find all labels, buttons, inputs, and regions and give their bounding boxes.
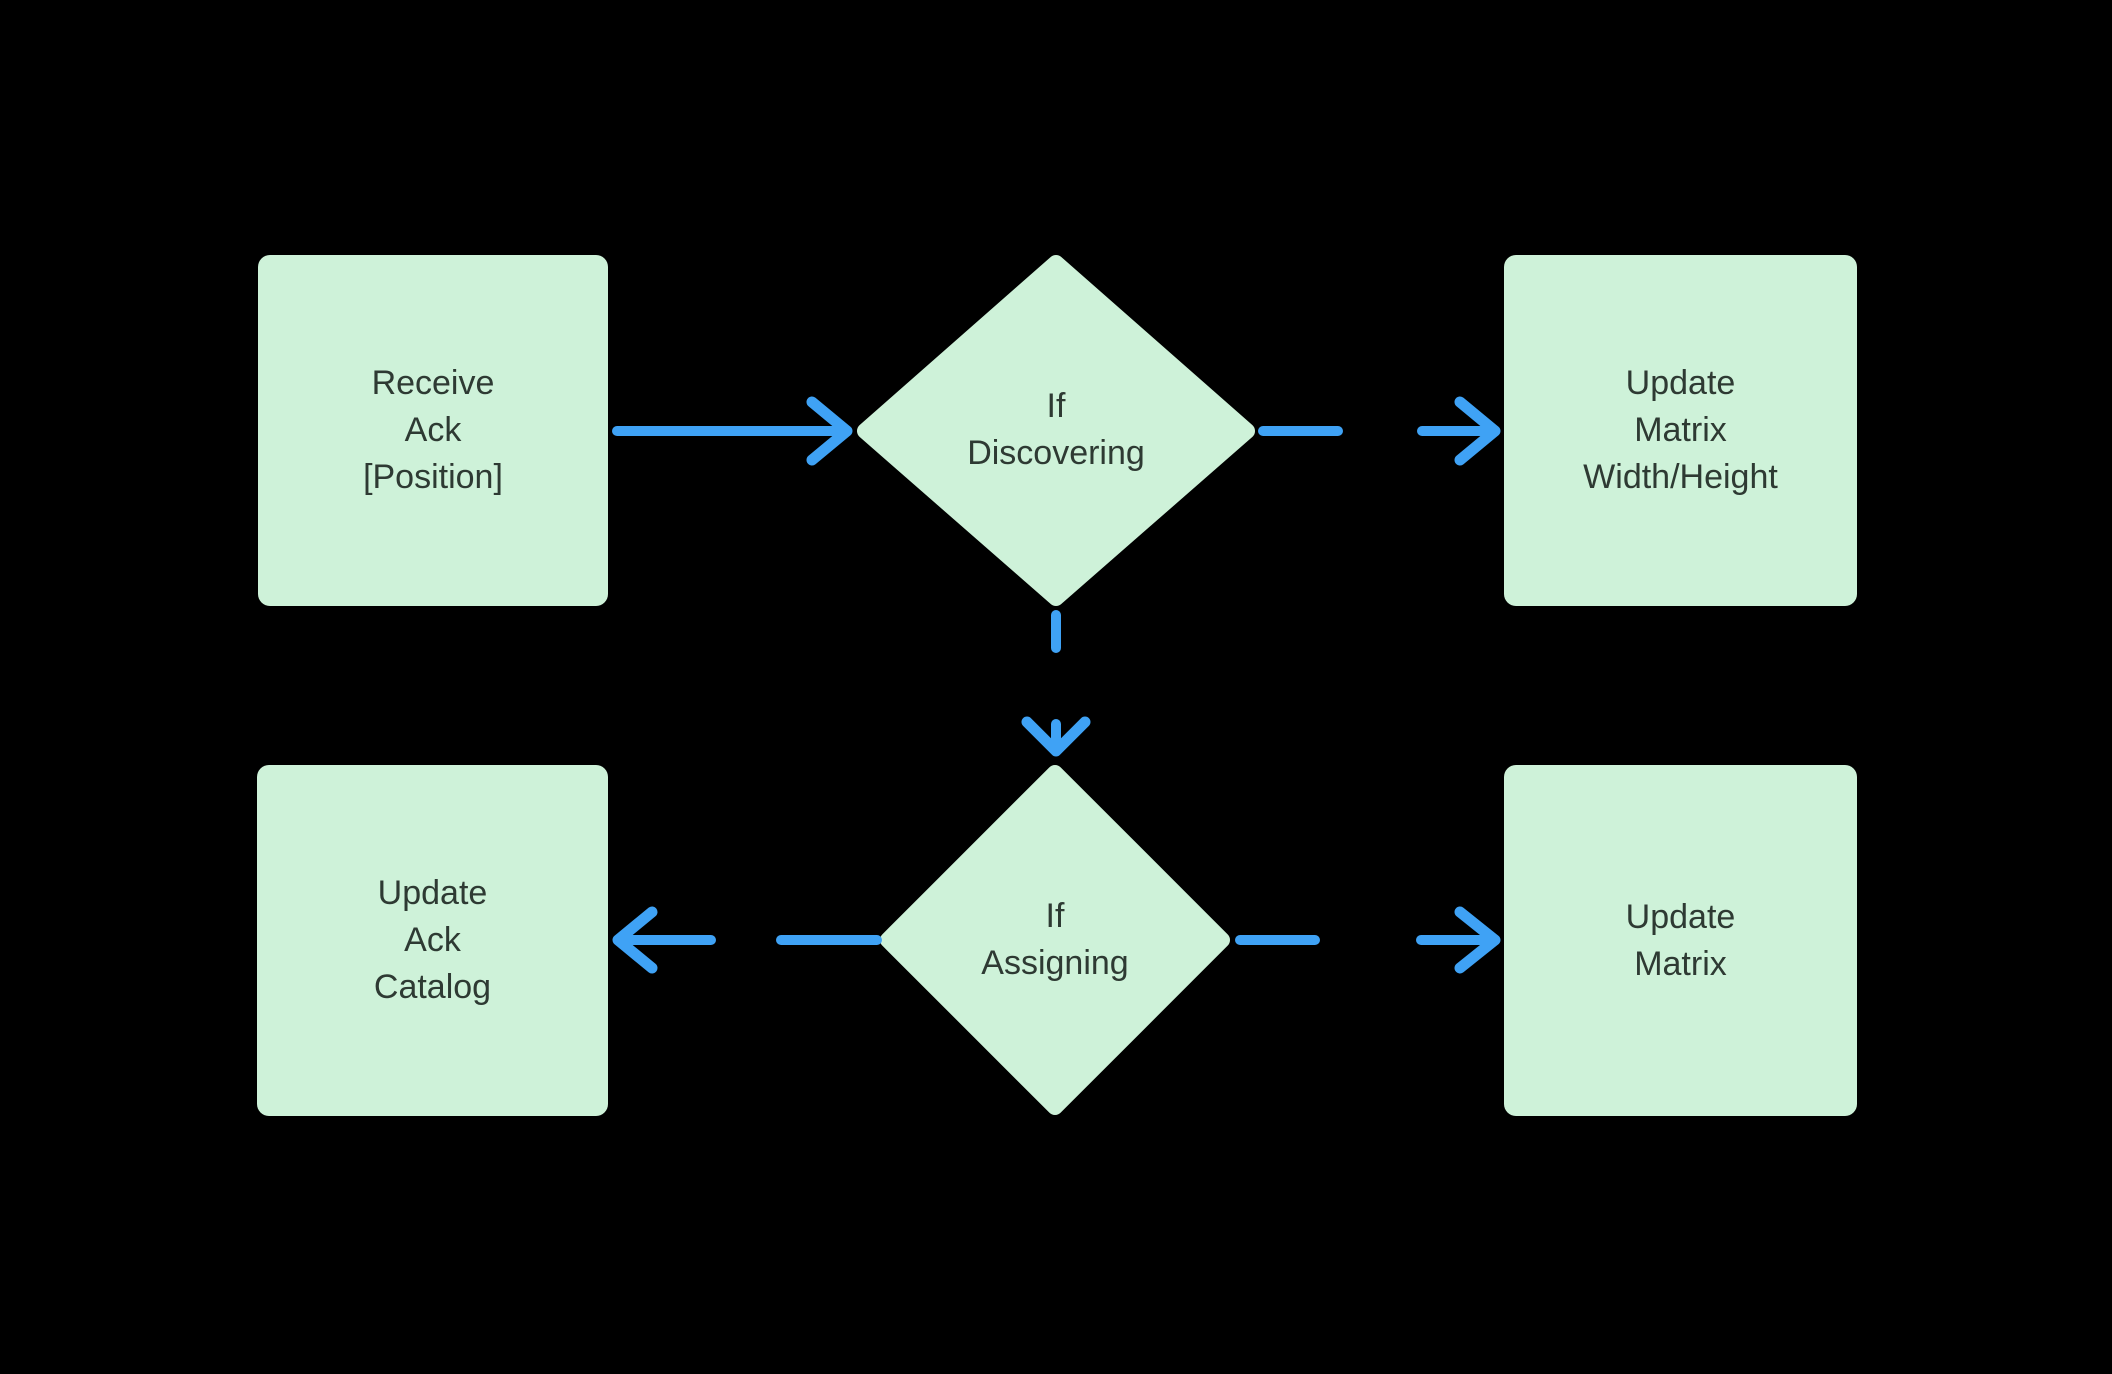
arrowhead-right-icon (806, 396, 853, 466)
node-receive-ack: Receive Ack [Position] (258, 255, 608, 606)
node-receive-ack-label: Receive Ack [Position] (363, 364, 503, 496)
decision-if-discovering-shape (857, 255, 1255, 606)
arrowhead-left-icon (612, 906, 658, 974)
node-update-ack-catalog: Update Ack Catalog (257, 765, 608, 1116)
decision-if-discovering-label: If Discovering (967, 387, 1145, 472)
node-update-ack-catalog-label: Update Ack Catalog (373, 874, 492, 1006)
node-update-matrix-label: Update Matrix (1625, 897, 1736, 983)
arrowhead-right-icon (1454, 906, 1501, 974)
arrowhead-down-icon (1021, 716, 1091, 757)
node-update-matrix-width-height: Update Matrix Width/Height (1504, 255, 1857, 606)
node-update-matrix: Update Matrix (1504, 765, 1857, 1116)
arrowhead-right-icon (1454, 396, 1501, 466)
decision-if-assigning-label: If Assigning (981, 897, 1129, 982)
decision-if-assigning-shape (880, 765, 1230, 1115)
node-update-matrix-width-height-label: Update Matrix Width/Height (1583, 364, 1778, 496)
